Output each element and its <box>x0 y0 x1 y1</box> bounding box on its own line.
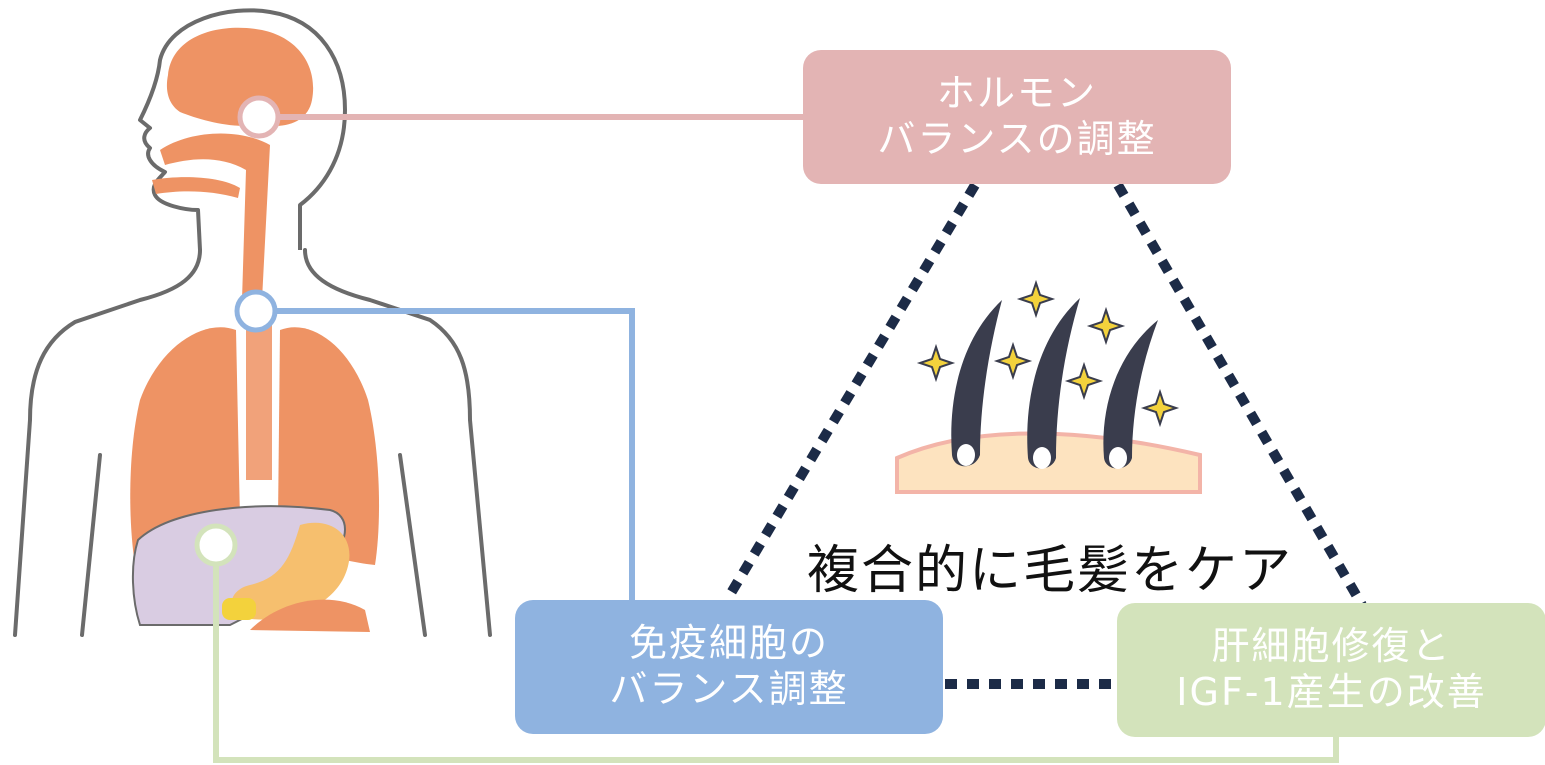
left-lung <box>130 327 240 565</box>
hair-root-1 <box>957 444 975 466</box>
hair-strand-2 <box>1027 298 1080 469</box>
dot-liver <box>194 523 238 567</box>
liver-box-line1: 肝細胞修復と <box>1211 624 1452 669</box>
immune-box-line1: 免疫細胞の <box>628 621 829 666</box>
hormone-box-line1: ホルモン <box>936 71 1097 116</box>
sparkle-icon <box>1016 279 1056 319</box>
dot-immune <box>234 289 278 333</box>
dotted-edge-right <box>1113 182 1367 608</box>
liver-box-line2: IGF-1産生の改善 <box>1176 670 1487 714</box>
hair-strand-3 <box>1103 320 1158 469</box>
sparkle-icon <box>916 343 956 383</box>
intestine <box>250 599 370 632</box>
center-caption: 複合的に毛髪をケア <box>806 541 1293 601</box>
gallbladder <box>222 598 256 620</box>
hair-strand-1 <box>951 300 1002 467</box>
connector-immune <box>275 308 635 600</box>
hormone-balance-box: ホルモン バランスの調整 <box>803 50 1231 184</box>
dot-hormone <box>237 95 281 139</box>
connector-liver <box>213 562 1339 763</box>
sparkle-icon <box>1086 306 1126 346</box>
brain <box>166 27 314 126</box>
immune-box-line2: バランス調整 <box>609 667 849 711</box>
liver-repair-box: 肝細胞修復と IGF-1産生の改善 <box>1117 603 1545 737</box>
immune-balance-box: 免疫細胞の バランス調整 <box>515 600 943 734</box>
hair-follicle-icon <box>895 279 1202 494</box>
hair-root-3 <box>1109 447 1127 469</box>
dotted-triangle <box>723 182 1367 689</box>
hair-root-2 <box>1033 447 1051 469</box>
right-lung <box>278 327 380 565</box>
mouth <box>152 177 240 198</box>
sparkle-icon <box>1140 388 1180 428</box>
hormone-box-line2: バランスの調整 <box>877 117 1157 161</box>
stomach <box>231 522 350 620</box>
sparkle-icon <box>1064 361 1104 401</box>
body-outline <box>13 248 492 637</box>
airway <box>160 133 270 300</box>
sparkle-icon <box>993 341 1033 381</box>
dotted-edge-left <box>723 182 980 601</box>
